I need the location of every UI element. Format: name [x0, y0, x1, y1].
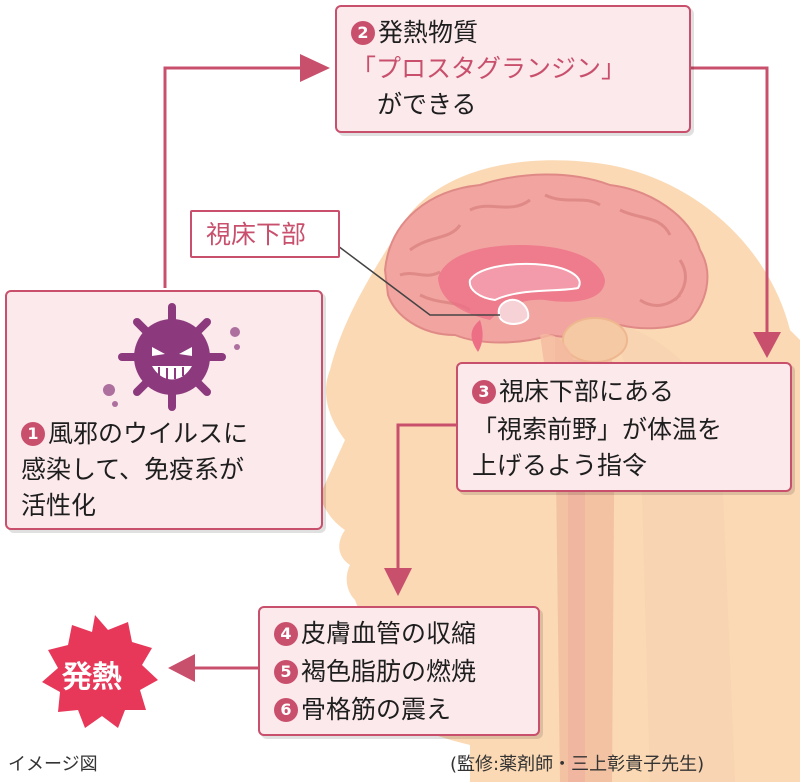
step3-line2: 「視索前野」が体温を	[472, 415, 723, 444]
step-number: 5	[274, 660, 298, 684]
arrow-icon	[163, 66, 769, 670]
step3-line1: 視床下部にある	[499, 377, 675, 406]
hypothalamus-label: 視床下部	[190, 210, 340, 258]
step-number: 4	[274, 622, 298, 646]
step-number: 6	[274, 698, 298, 722]
caption-left: イメージ図	[8, 754, 98, 775]
step2-line2: 「プロスタグランジン」	[351, 54, 627, 83]
step1-line1: 風邪のウイルスに	[48, 419, 249, 448]
step2-line3: ができる	[377, 90, 477, 119]
step1-line2: 感染して、免疫系が	[21, 455, 245, 484]
step-number: 3	[472, 380, 496, 404]
effect-item: 皮膚血管の収縮	[301, 619, 477, 648]
step-number: 2	[351, 21, 375, 45]
step3-line3: 上げるよう指令	[472, 451, 648, 480]
effect-item: 骨格筋の震え	[301, 695, 452, 724]
step1-line3: 活性化	[21, 491, 97, 520]
step2-line1: 発熱物質	[378, 18, 479, 47]
step-number: 1	[21, 422, 45, 446]
virus-icon	[103, 303, 240, 411]
effect-item: 褐色脂肪の燃焼	[301, 657, 477, 686]
burst-icon	[42, 615, 158, 728]
fever-label: 発熱	[62, 660, 122, 695]
caption-right: (監修:薬剤師・三上彰貴子先生)	[450, 754, 705, 775]
